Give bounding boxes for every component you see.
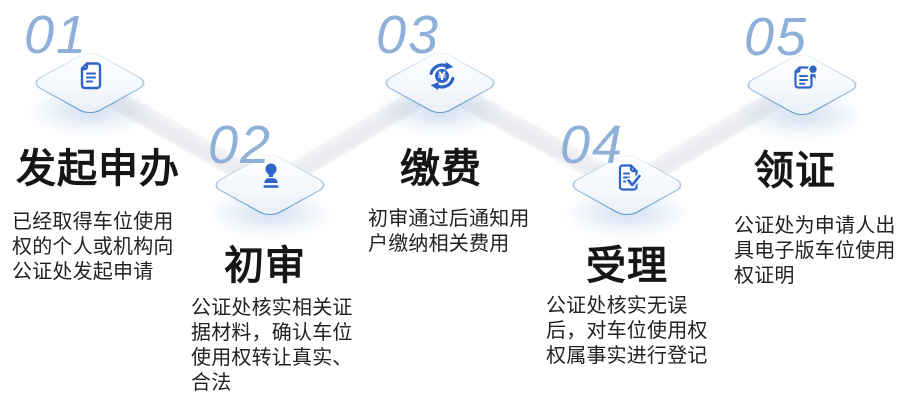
- step-number: 04: [560, 115, 625, 175]
- step-description: 初审通过后通知用户缴纳相关费用: [368, 208, 530, 255]
- step-number: 01: [24, 5, 89, 65]
- step-description: 公证处核实无误后，对车位使用权权属事实进行登记: [546, 295, 708, 367]
- step-description: 公证处核实相关证据材料，确认车位使用权转让真实、合法: [191, 297, 353, 394]
- step-number: 03: [376, 5, 441, 65]
- stamp-icon: [263, 163, 279, 188]
- step-title: 领证: [754, 149, 836, 193]
- payment-yuan-icon: ¥: [429, 61, 455, 91]
- step-title: 缴费: [400, 147, 482, 191]
- step-description: 已经取得车位使用权的个人或机构向公证处发起申请: [12, 211, 174, 283]
- certificate-badge-icon: [794, 64, 819, 89]
- svg-text:¥: ¥: [438, 69, 446, 83]
- document-check-icon: [618, 164, 643, 191]
- step-title: 受理: [586, 244, 668, 288]
- step-number: 02: [208, 115, 273, 175]
- step-title: 初审: [224, 244, 306, 288]
- step-description: 公证处为申请人出具电子版车位使用权证明: [734, 215, 896, 287]
- step-title: 发起申办: [16, 147, 180, 191]
- diamond-tile: [215, 155, 325, 215]
- diamond-tile: [385, 53, 495, 113]
- document-icon: [80, 62, 102, 90]
- step-number: 05: [744, 7, 809, 67]
